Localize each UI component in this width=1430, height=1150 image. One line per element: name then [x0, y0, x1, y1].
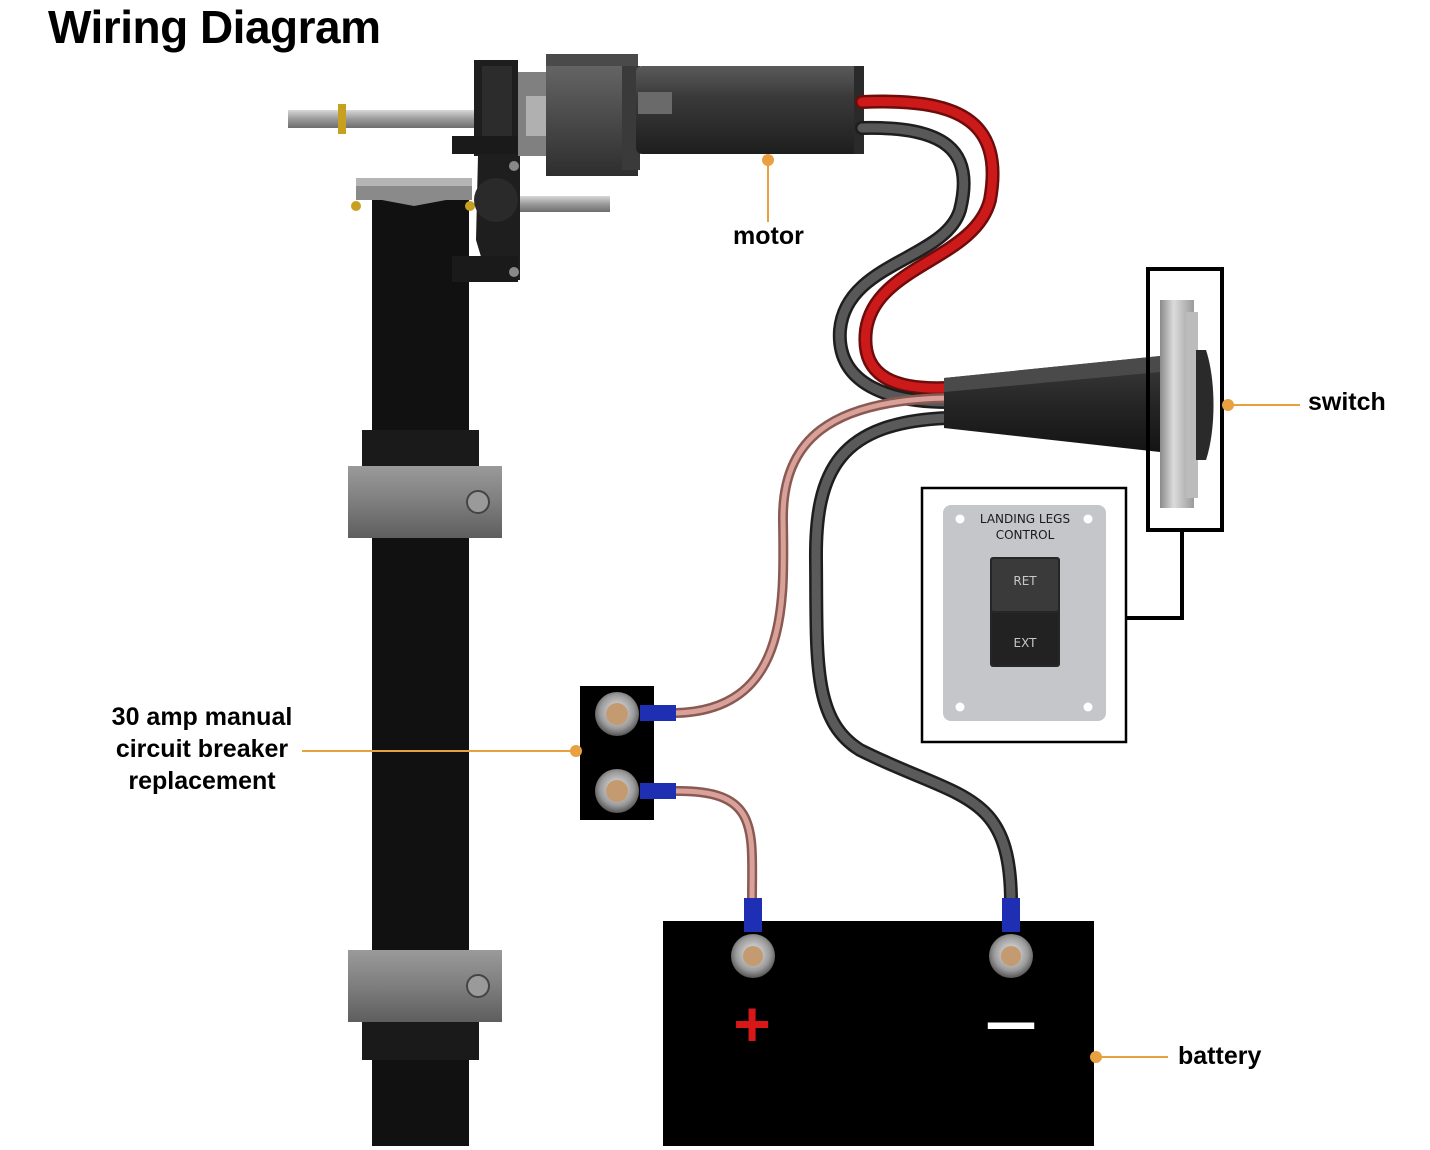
page-title: Wiring Diagram [48, 1, 381, 53]
wiring [671, 94, 1018, 907]
leg-clamp-lower [348, 950, 502, 1022]
battery: + — [663, 898, 1094, 1146]
breaker-label-line2: circuit breaker [115, 735, 289, 763]
leg-clamp-upper [348, 466, 502, 538]
motor-assembly [288, 54, 864, 282]
switch-callout-connector [1126, 530, 1184, 620]
panel-title-line2: CONTROL [996, 528, 1055, 542]
motor-label: motor [733, 222, 804, 250]
breaker-label: 30 amp manual circuit breaker replacemen… [82, 701, 322, 797]
breaker-label-line1: 30 amp manual [111, 703, 293, 731]
breaker-label-line3: replacement [128, 767, 276, 795]
circuit-breaker [580, 686, 676, 820]
rocker-label-ext: EXT [1014, 636, 1038, 650]
switch-label: switch [1308, 388, 1386, 416]
battery-negative-sign: — [985, 993, 1037, 1053]
panel-title-line1: LANDING LEGS [980, 512, 1070, 526]
rocker-label-ret: RET [1013, 574, 1037, 588]
rocker-switch[interactable]: RET EXT [990, 557, 1060, 667]
battery-label: battery [1178, 1042, 1262, 1070]
battery-positive-sign: + [733, 988, 770, 1060]
switch-assembly [944, 267, 1224, 532]
leader-lines [302, 154, 1300, 1063]
control-panel: LANDING LEGS CONTROL RET EXT [920, 486, 1128, 744]
